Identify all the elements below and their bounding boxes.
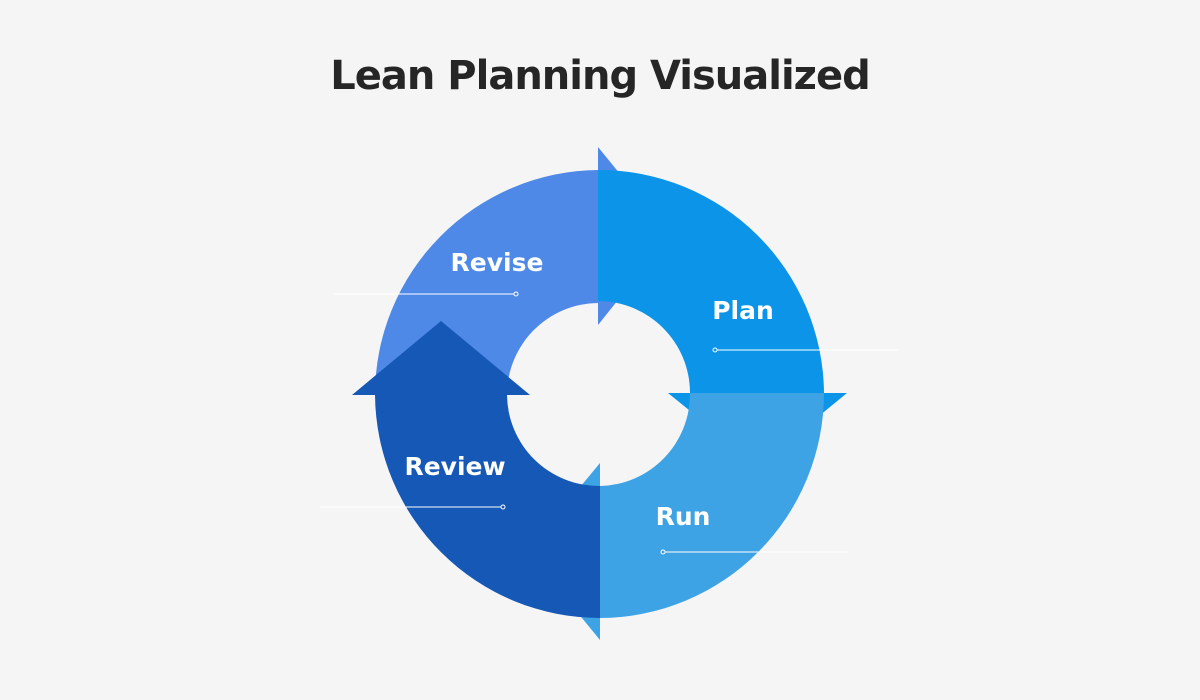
step-label-revise: Revise xyxy=(451,248,544,277)
leader-line-plan xyxy=(712,347,899,353)
review-segment xyxy=(352,321,600,618)
step-label-plan: Plan xyxy=(712,296,774,325)
step-label-run: Run xyxy=(656,502,711,531)
plan-segment xyxy=(598,169,847,466)
step-label-review: Review xyxy=(404,452,505,481)
leader-line-review xyxy=(320,504,506,510)
leader-line-run xyxy=(660,549,847,555)
page-title: Lean Planning Visualized xyxy=(330,53,870,99)
run-segment xyxy=(527,393,824,640)
leader-line-revise xyxy=(334,291,519,297)
